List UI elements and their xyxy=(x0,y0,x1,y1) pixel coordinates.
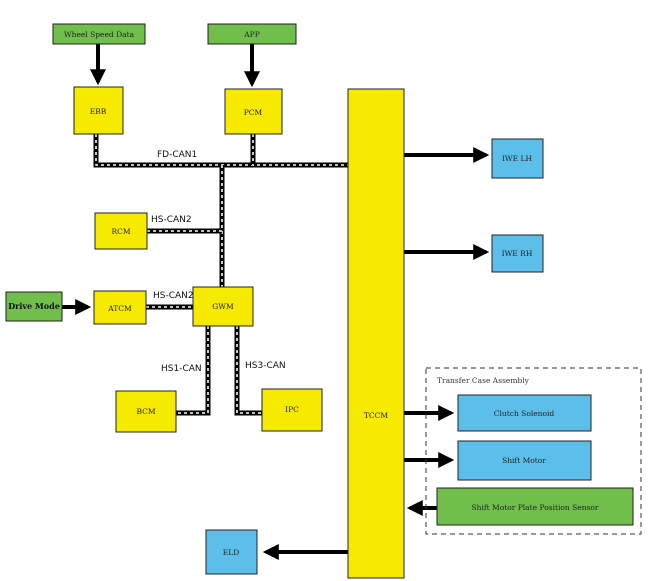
svg-text:Clutch Solenoid: Clutch Solenoid xyxy=(494,409,555,418)
label-hs1-can: HS1-CAN xyxy=(161,364,202,374)
svg-text:EBB: EBB xyxy=(90,107,107,116)
svg-text:APP: APP xyxy=(243,30,260,39)
svg-text:GWM: GWM xyxy=(212,302,234,311)
signal-arrows xyxy=(62,44,490,560)
shift-motor-sensor-box: Shift Motor Plate Position Sensor xyxy=(436,487,634,526)
transfer-case-assembly: Transfer Case Assembly xyxy=(425,367,642,535)
input-drive-mode: Drive Mode xyxy=(5,291,63,322)
input-app: APP xyxy=(207,23,297,45)
svg-text:IWE LH: IWE LH xyxy=(502,154,533,163)
module-ebb: EBB xyxy=(73,86,124,135)
label-hs-can2-atcm: HS-CAN2 xyxy=(153,291,194,301)
svg-text:Wheel Speed Data: Wheel Speed Data xyxy=(64,30,135,39)
svg-text:Shift Motor Plate Position Sen: Shift Motor Plate Position Sensor xyxy=(472,503,599,512)
output-eld: ELD xyxy=(205,529,258,575)
input-wheel-speed: Wheel Speed Data xyxy=(52,23,146,45)
svg-text:TCCM: TCCM xyxy=(364,411,388,420)
svg-text:RCM: RCM xyxy=(111,227,130,236)
svg-text:ATCM: ATCM xyxy=(107,304,132,313)
hs1-can-bus xyxy=(176,326,211,416)
module-pcm: PCM xyxy=(224,88,283,135)
shift-motor-box: Shift Motor xyxy=(457,440,592,481)
module-gwm: GWM xyxy=(192,286,254,327)
output-iwe-lh: IWE LH xyxy=(491,138,544,179)
svg-text:BCM: BCM xyxy=(136,407,155,416)
fd-can1-bus xyxy=(93,134,348,168)
label-hs-can2-rcm: HS-CAN2 xyxy=(151,215,192,225)
hs3-can-bus xyxy=(234,326,262,416)
clutch-solenoid-box: Clutch Solenoid xyxy=(457,394,592,432)
output-iwe-rh: IWE RH xyxy=(491,234,544,273)
svg-text:Drive Mode: Drive Mode xyxy=(8,301,60,311)
module-ipc: IPC xyxy=(261,388,323,432)
label-fd-can1: FD-CAN1 xyxy=(157,150,197,160)
svg-text:PCM: PCM xyxy=(244,108,263,117)
module-atcm: ATCM xyxy=(93,290,147,325)
svg-text:IPC: IPC xyxy=(285,405,299,414)
module-rcm: RCM xyxy=(94,212,148,250)
transfer-case-title: Transfer Case Assembly xyxy=(437,376,530,385)
label-hs3-can: HS3-CAN xyxy=(245,361,286,371)
svg-text:ELD: ELD xyxy=(223,548,239,557)
can-bus-network xyxy=(93,134,348,416)
svg-text:IWE RH: IWE RH xyxy=(502,249,533,258)
svg-text:Shift Motor: Shift Motor xyxy=(502,456,546,465)
module-tccm: TCCM xyxy=(347,88,405,579)
module-bcm: BCM xyxy=(115,390,177,433)
